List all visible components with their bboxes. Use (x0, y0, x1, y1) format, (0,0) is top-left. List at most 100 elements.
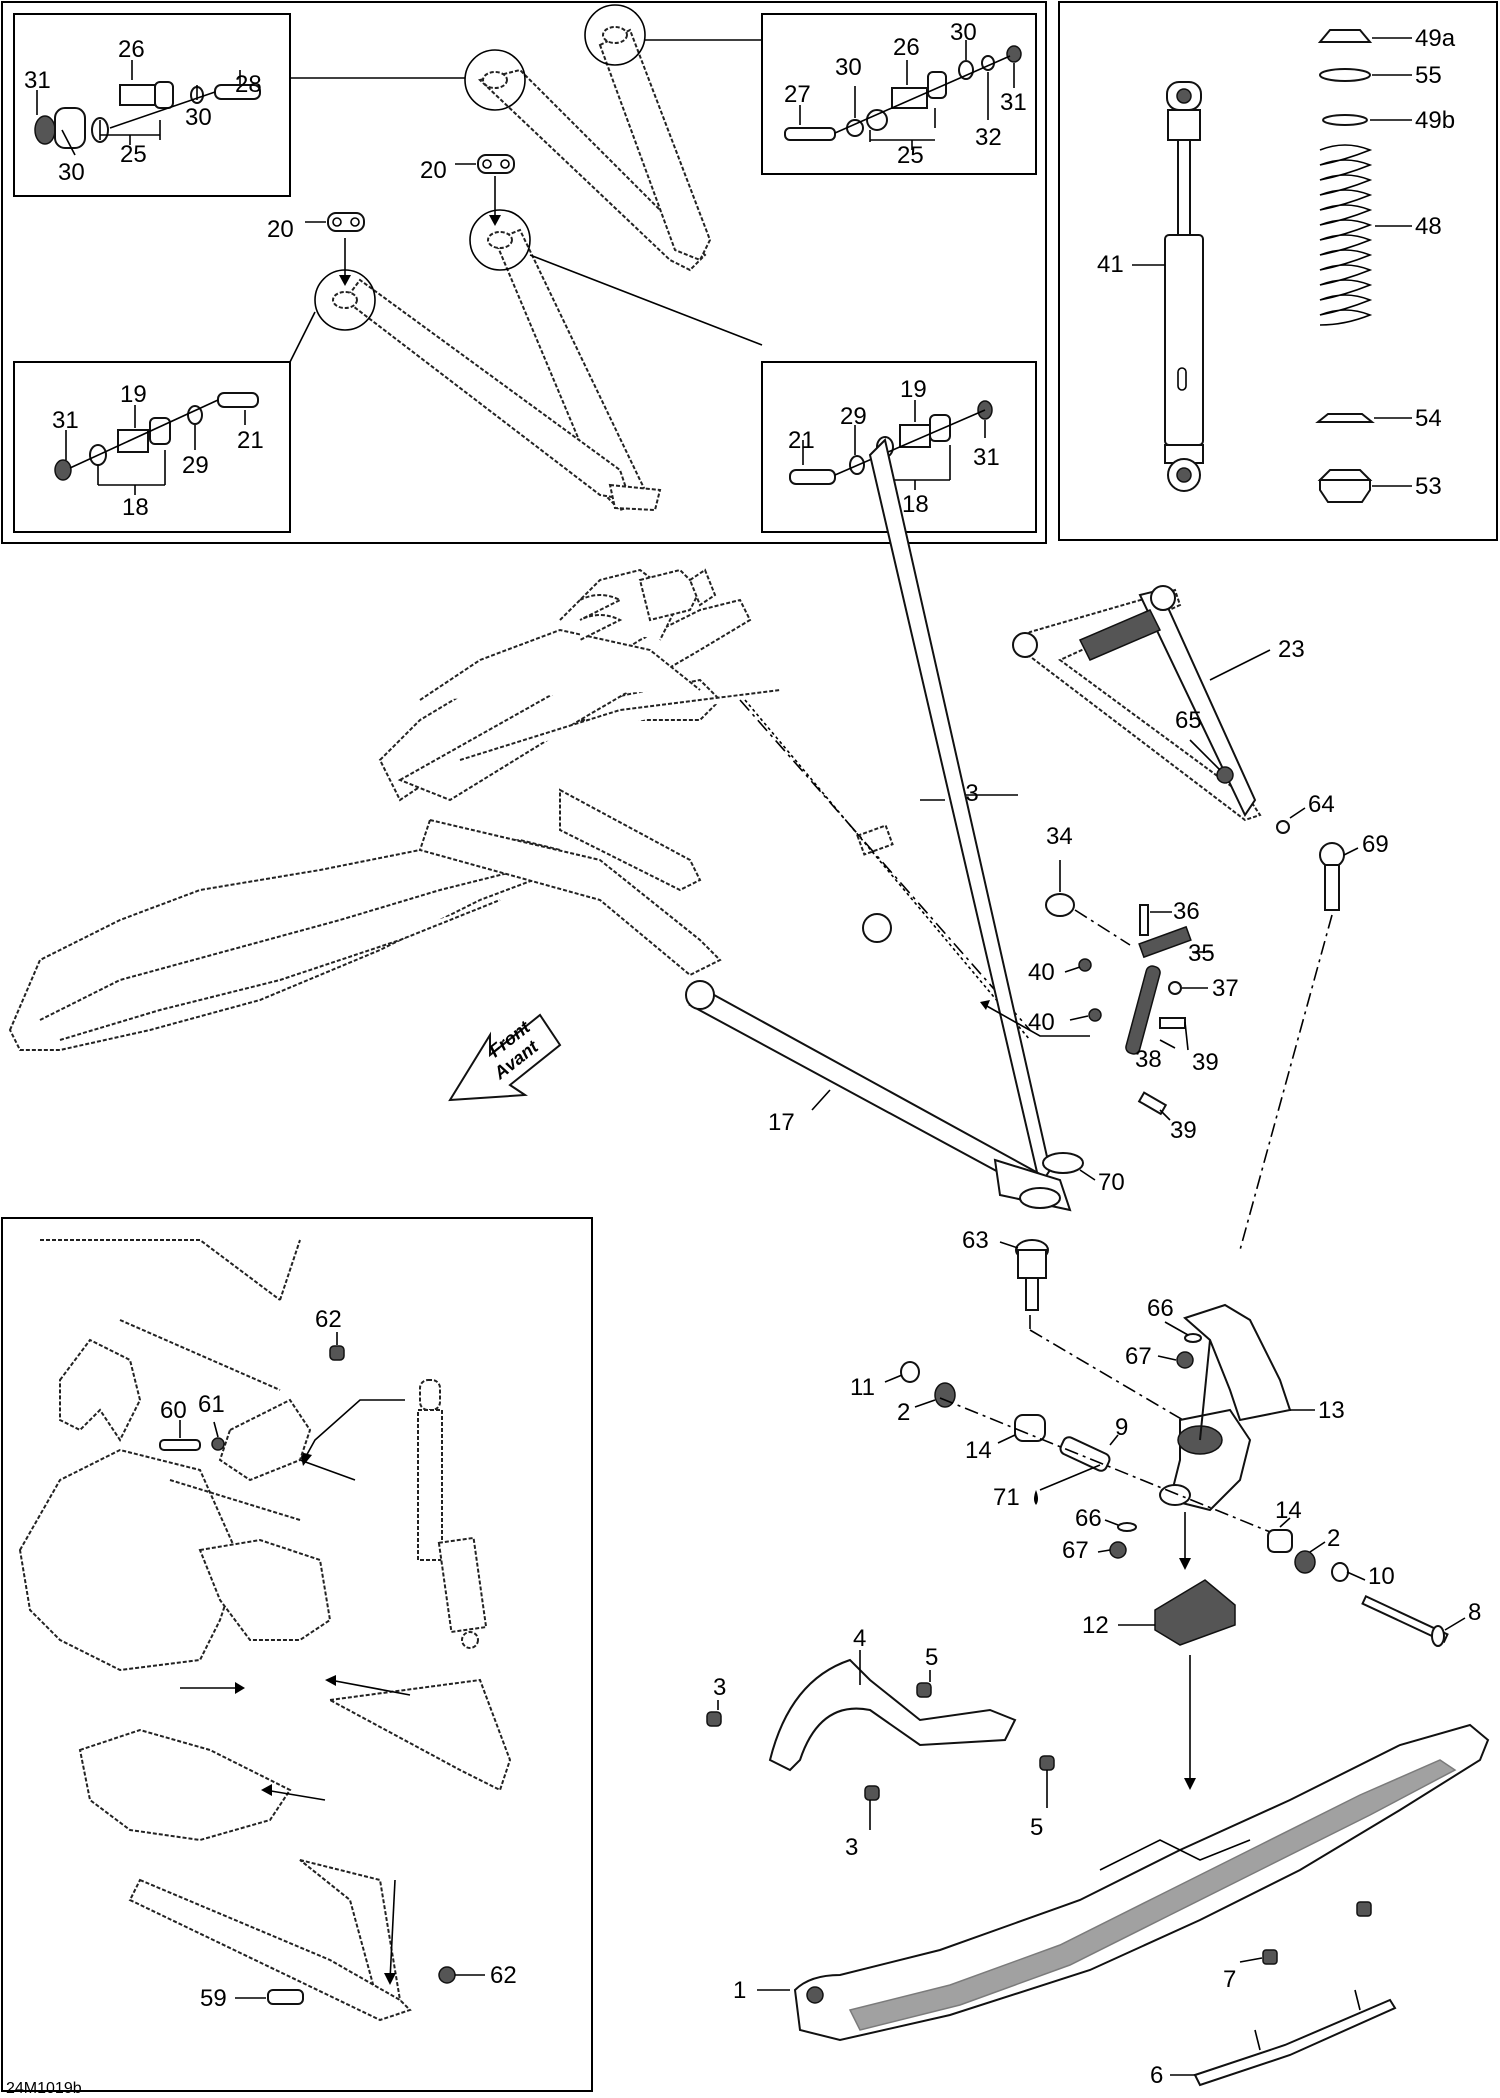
label-21: 21 (237, 427, 264, 454)
label-14: 14 (965, 1437, 992, 1464)
label-59: 59 (200, 1985, 227, 2012)
label-13: 13 (1318, 1397, 1345, 1424)
label-31: 31 (52, 407, 79, 434)
label-69: 69 (1362, 831, 1389, 858)
ball-joint-69 (1319, 842, 1345, 911)
label-49b: 49b (1415, 107, 1455, 134)
label-12: 12 (1082, 1612, 1109, 1639)
label-66: 66 (1075, 1505, 1102, 1532)
label-29: 29 (840, 403, 867, 430)
lower-a-arm-top (314, 209, 662, 512)
label-2: 2 (897, 1399, 910, 1426)
label-39: 39 (1192, 1049, 1219, 1076)
label-37: 37 (1212, 975, 1239, 1002)
detail-box-a (13, 13, 291, 197)
label-29: 29 (182, 452, 209, 479)
label-71: 71 (993, 1484, 1020, 1511)
detail-box-b (761, 13, 1037, 175)
spacer-20-a (477, 154, 515, 174)
label-21: 21 (788, 427, 815, 454)
detail-box-d (13, 361, 291, 533)
runner-6 (1193, 1989, 1397, 2087)
label-6: 6 (1150, 2062, 1163, 2089)
label-70: 70 (1098, 1169, 1125, 1196)
label-14: 14 (1275, 1497, 1302, 1524)
front-direction-arrow: Front Avant (448, 1013, 562, 1102)
label-30: 30 (185, 104, 212, 131)
label-18: 18 (902, 491, 929, 518)
label-4: 4 (853, 1625, 866, 1652)
drawing-code: 24M1019b (6, 2080, 82, 2097)
label-28: 28 (235, 71, 262, 98)
label-2: 2 (1327, 1525, 1340, 1552)
chassis-frame (8, 568, 894, 1051)
label-30: 30 (835, 54, 862, 81)
label-41: 41 (1097, 251, 1124, 278)
bolt-8 (1361, 1595, 1449, 1647)
label-63: 63 (962, 1227, 989, 1254)
inset-bracket (218, 1398, 312, 1482)
ski-pad-12 (1154, 1579, 1236, 1646)
shock-absorber (1164, 81, 1204, 492)
label-5: 5 (1030, 1814, 1043, 1841)
upper-arm-panel (1, 1, 1047, 544)
label-31: 31 (973, 444, 1000, 471)
label-67: 67 (1062, 1537, 1089, 1564)
label-31: 31 (1000, 89, 1027, 116)
upper-a-arm-23 (1012, 585, 1262, 822)
label-7: 7 (1223, 1966, 1236, 1993)
label-53: 53 (1415, 473, 1442, 500)
label-5: 5 (925, 1644, 938, 1671)
label-55: 55 (1415, 62, 1442, 89)
label-38: 38 (1135, 1046, 1162, 1073)
label-26: 26 (893, 34, 920, 61)
spring-seat-54 (1315, 413, 1375, 423)
label-9: 9 (1115, 1414, 1128, 1441)
ring-49b (1322, 114, 1368, 126)
label-48: 48 (1415, 213, 1442, 240)
label-66: 66 (1147, 1295, 1174, 1322)
spacer-20-b (327, 212, 365, 232)
label-3: 3 (713, 1674, 726, 1701)
label-35: 35 (1188, 940, 1215, 967)
ski-1 (793, 1723, 1490, 2042)
label-64: 64 (1308, 791, 1335, 818)
label-40: 40 (1028, 959, 1055, 986)
label-8: 8 (1468, 1599, 1481, 1626)
label-54: 54 (1415, 405, 1442, 432)
label-20: 20 (267, 216, 294, 243)
label-19: 19 (900, 376, 927, 403)
sway-link-35-38 (1078, 904, 1192, 1116)
bushing-stack-a (34, 81, 261, 149)
shock-panel (1058, 1, 1498, 541)
label-62: 62 (315, 1306, 342, 1333)
label-67: 67 (1125, 1343, 1152, 1370)
spring-seat-49a (1317, 29, 1373, 43)
label-65: 65 (1175, 707, 1202, 734)
bushing-stack-b (784, 45, 1022, 141)
washer-55 (1319, 68, 1371, 82)
label-31: 31 (24, 67, 51, 94)
label-3: 3 (845, 1834, 858, 1861)
label-20: 20 (420, 157, 447, 184)
label-60: 60 (160, 1397, 187, 1424)
label-19: 19 (120, 381, 147, 408)
label-61: 61 (198, 1391, 225, 1418)
bushing-stack-d (54, 392, 259, 481)
label-25: 25 (120, 141, 147, 168)
label-25: 25 (897, 142, 924, 169)
label-39: 39 (1170, 1117, 1197, 1144)
label-11: 11 (850, 1374, 875, 1401)
upper-a-arm-top (464, 4, 712, 272)
lower-a-arm-17 (685, 438, 1072, 1212)
adjuster-53 (1317, 469, 1373, 503)
spindle-13 (1159, 1303, 1292, 1512)
spring-48 (1319, 144, 1373, 326)
label-27: 27 (784, 81, 811, 108)
label-26: 26 (118, 36, 145, 63)
label-32: 32 (975, 124, 1002, 151)
label-62: 62 (490, 1962, 517, 1989)
label-10: 10 (1368, 1563, 1395, 1590)
ski-handle-4 (768, 1658, 1017, 1772)
